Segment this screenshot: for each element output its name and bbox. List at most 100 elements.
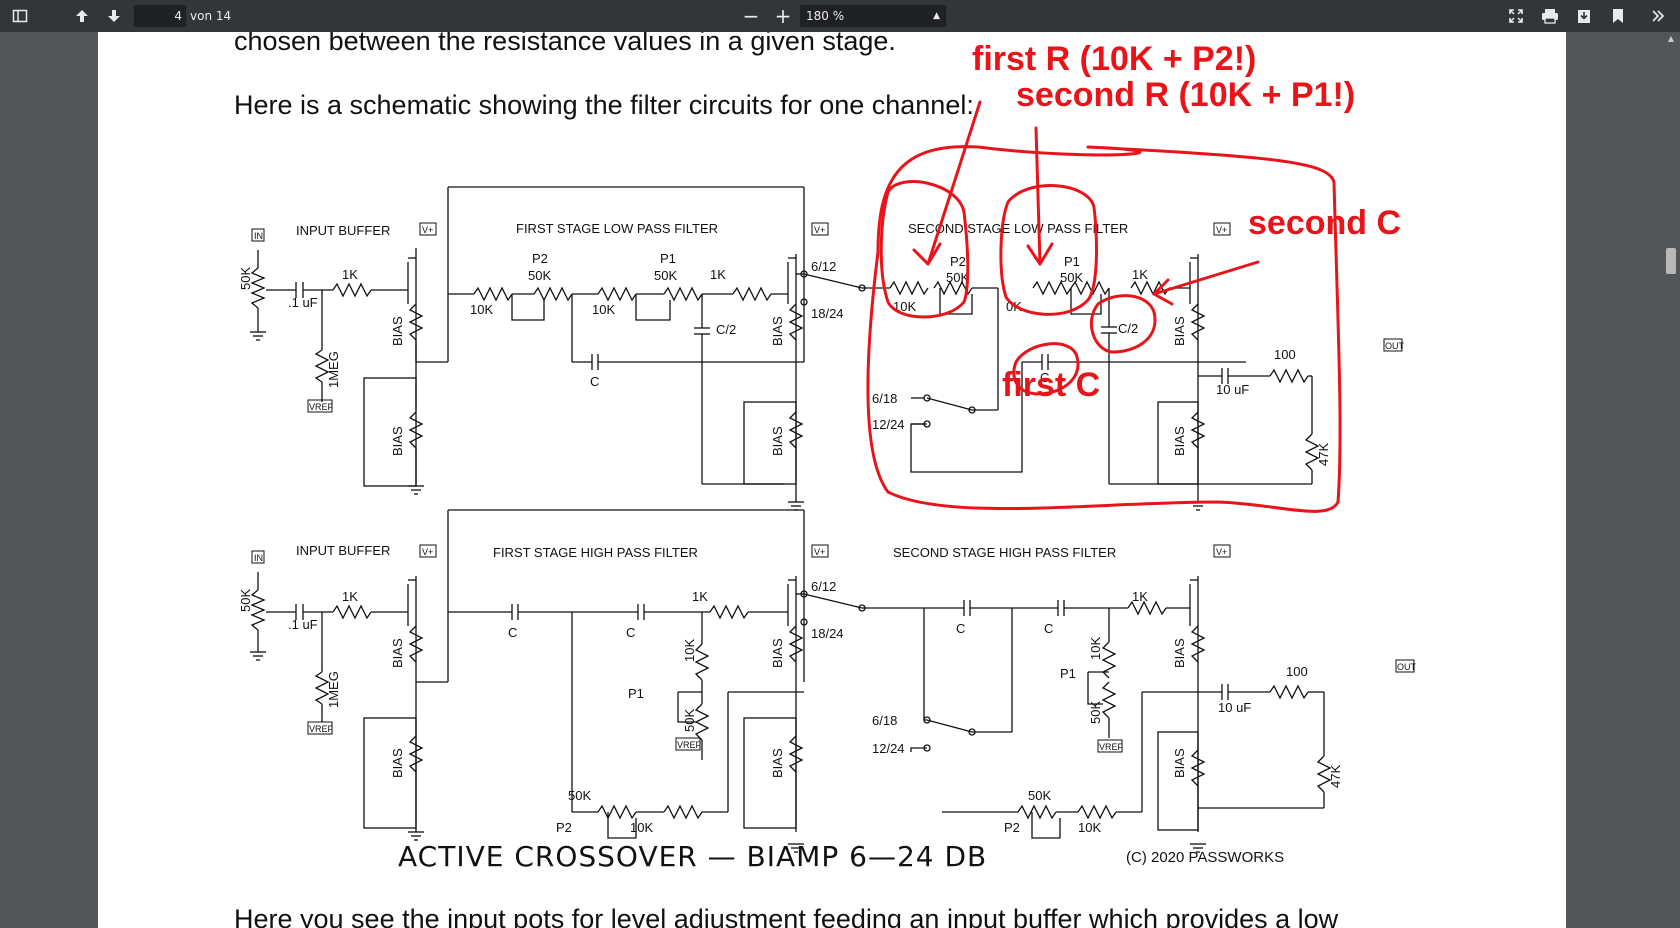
zoom-out-button[interactable]: − — [742, 4, 760, 28]
r-50k: 50K — [1028, 788, 1051, 803]
bias-label: BIAS — [390, 316, 405, 346]
c-10uf: 10 uF — [1218, 700, 1251, 715]
c-half: C/2 — [716, 322, 736, 337]
r-10k: 10K — [592, 302, 615, 317]
vplus-tag: V+ — [1216, 225, 1227, 235]
next-page-icon[interactable] — [100, 0, 128, 32]
body-text-top: chosen between the resistance values in … — [234, 32, 896, 56]
zoom-value: 180 % — [806, 9, 845, 23]
in-tag: IN — [254, 553, 263, 563]
scroll-up-icon[interactable]: ▲ — [1667, 34, 1675, 43]
switch-6-12: 6/12 — [811, 579, 836, 594]
r-50k-input: 50K — [238, 589, 253, 612]
r-1meg: 1MEG — [326, 671, 341, 708]
schematic-labels: IN V+ VREF V+ V+ OUT IN V+ VREF V+ VREF … — [238, 221, 1417, 873]
label-input-buffer: INPUT BUFFER — [296, 543, 390, 558]
c-01uf: .1 uF — [288, 295, 318, 310]
label-input-buffer: INPUT BUFFER — [296, 223, 390, 238]
out-tag: OUT — [1385, 341, 1405, 351]
r-10k: 10K — [1078, 820, 1101, 835]
switch-6-18: 6/18 — [872, 391, 897, 406]
r-47k: 47K — [1316, 443, 1331, 466]
label-lp-first-stage: FIRST STAGE LOW PASS FILTER — [516, 221, 718, 236]
zoom-in-button[interactable]: + — [774, 4, 792, 28]
vplus-tag: V+ — [814, 225, 825, 235]
r-10k: 10K — [682, 639, 697, 662]
r-50k: 50K — [1088, 701, 1103, 724]
r-10k: 10K — [1088, 637, 1103, 660]
c-label: C — [956, 621, 965, 636]
r-1k: 1K — [692, 589, 708, 604]
download-icon[interactable] — [1570, 0, 1598, 32]
schematic-copyright: (C) 2020 PASSWORKS — [1126, 849, 1284, 866]
r-100: 100 — [1286, 664, 1308, 679]
schematic-wiring — [250, 186, 1332, 853]
r-1meg: 1MEG — [326, 351, 341, 388]
more-options-icon[interactable] — [1644, 0, 1672, 32]
bias-label: BIAS — [1172, 638, 1187, 668]
print-icon[interactable] — [1536, 0, 1564, 32]
r-50k: 50K — [946, 270, 969, 285]
crossover-schematic: IN V+ VREF V+ V+ OUT IN V+ VREF V+ VREF … — [238, 40, 1417, 873]
previous-page-icon[interactable] — [68, 0, 96, 32]
c-01uf: .1 uF — [288, 617, 318, 632]
annotation-first-r: first R (10K + P2!) — [972, 40, 1256, 78]
bias-label: BIAS — [770, 316, 785, 346]
scrollbar-thumb[interactable] — [1666, 248, 1676, 274]
vref-tag: VREF — [309, 402, 334, 412]
vref-tag: VREF — [1099, 742, 1124, 752]
r-1k: 1K — [1132, 267, 1148, 282]
schematic-title: ACTIVE CROSSOVER — BIAMP 6—24 DB — [398, 840, 987, 873]
r-10k: 10K — [470, 302, 493, 317]
r-47k: 47K — [1328, 765, 1343, 788]
vref-tag: VREF — [677, 740, 702, 750]
page-number-input[interactable] — [134, 5, 186, 27]
c-10uf: 10 uF — [1216, 382, 1249, 397]
p1-label: P1 — [628, 686, 644, 701]
p1-label: P1 — [660, 251, 676, 266]
body-text-bottom: Here you see the input pots for level ad… — [234, 904, 1339, 928]
label-hp-first-stage: FIRST STAGE HIGH PASS FILTER — [493, 545, 698, 560]
c-label: C — [1040, 370, 1049, 385]
switch-12-24: 12/24 — [872, 417, 905, 432]
vplus-tag: V+ — [422, 225, 433, 235]
r-50k-input: 50K — [238, 267, 253, 290]
r-1k: 1K — [1132, 589, 1148, 604]
in-tag: IN — [254, 231, 263, 241]
switch-6-12: 6/12 — [811, 259, 836, 274]
r-50k: 50K — [568, 788, 591, 803]
c-label: C — [1044, 621, 1053, 636]
r-1k: 1K — [342, 267, 358, 282]
r-100: 100 — [1274, 347, 1296, 362]
annotation-second-r: second R (10K + P1!) — [1016, 76, 1355, 114]
red-annotation-labels: first R (10K + P2!) second R (10K + P1!)… — [972, 40, 1401, 404]
schematic-tags — [251, 222, 1415, 753]
c-label: C — [626, 625, 635, 640]
p2-label: P2 — [1004, 820, 1020, 835]
switch-18-24: 18/24 — [811, 626, 844, 641]
vertical-scrollbar[interactable] — [1664, 32, 1680, 928]
c-half: C/2 — [1118, 321, 1138, 336]
r-50k: 50K — [528, 268, 551, 283]
p2-label: P2 — [532, 251, 548, 266]
fit-page-icon[interactable] — [1502, 0, 1530, 32]
bias-label: BIAS — [1172, 316, 1187, 346]
bookmark-icon[interactable] — [1604, 0, 1632, 32]
bias-label: BIAS — [390, 426, 405, 456]
bias-label: BIAS — [390, 638, 405, 668]
bias-label: BIAS — [770, 426, 785, 456]
switch-12-24: 12/24 — [872, 741, 905, 756]
p2-label: P2 — [556, 820, 572, 835]
bias-label: BIAS — [1172, 748, 1187, 778]
zoom-select[interactable]: 180 %▲ — [800, 5, 946, 27]
r-50k: 50K — [654, 268, 677, 283]
pdf-page: chosen between the resistance values in … — [98, 32, 1566, 928]
sidebar-toggle-icon[interactable] — [6, 0, 34, 32]
p1-label: P1 — [1064, 254, 1080, 269]
vplus-tag: V+ — [814, 547, 825, 557]
bias-label: BIAS — [770, 748, 785, 778]
r-50k: 50K — [682, 709, 697, 732]
red-markup — [866, 100, 1342, 513]
switch-18-24: 18/24 — [811, 306, 844, 321]
r-50k: 50K — [1060, 270, 1083, 285]
